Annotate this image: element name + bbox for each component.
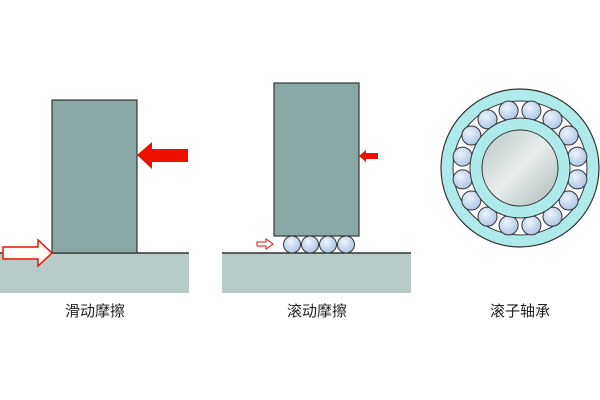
roller [558, 190, 579, 211]
roller [319, 235, 337, 254]
force-arrow-icon [359, 150, 378, 162]
roller-bearing [440, 88, 600, 248]
roller [558, 125, 579, 146]
roller [283, 235, 301, 254]
roller [461, 190, 482, 211]
roller [301, 235, 319, 254]
roller [542, 206, 563, 227]
sliding-friction-panel [0, 99, 189, 293]
roller [521, 100, 542, 121]
friction-arrow-icon [256, 238, 274, 250]
roller [567, 169, 588, 190]
roller [461, 125, 482, 146]
roller [477, 109, 498, 130]
rolling-friction-label: 滚动摩擦 [286, 302, 347, 320]
friction-arrow-icon [2, 238, 54, 268]
roller [498, 100, 519, 121]
roller [521, 215, 542, 236]
roller [498, 215, 519, 236]
roller [337, 235, 355, 254]
roller [452, 146, 473, 167]
roller [452, 169, 473, 190]
ground [222, 253, 411, 293]
sliding-friction-label: 滑动摩擦 [64, 302, 125, 320]
shaft [481, 129, 559, 207]
roller-bearing-label: 滚子轴承 [489, 302, 550, 320]
roller [477, 206, 498, 227]
rolling-block [273, 82, 360, 237]
rolling-friction-panel [222, 82, 411, 293]
roller [567, 146, 588, 167]
sliding-block [51, 99, 138, 254]
roller [542, 109, 563, 130]
force-arrow-icon [137, 142, 188, 169]
